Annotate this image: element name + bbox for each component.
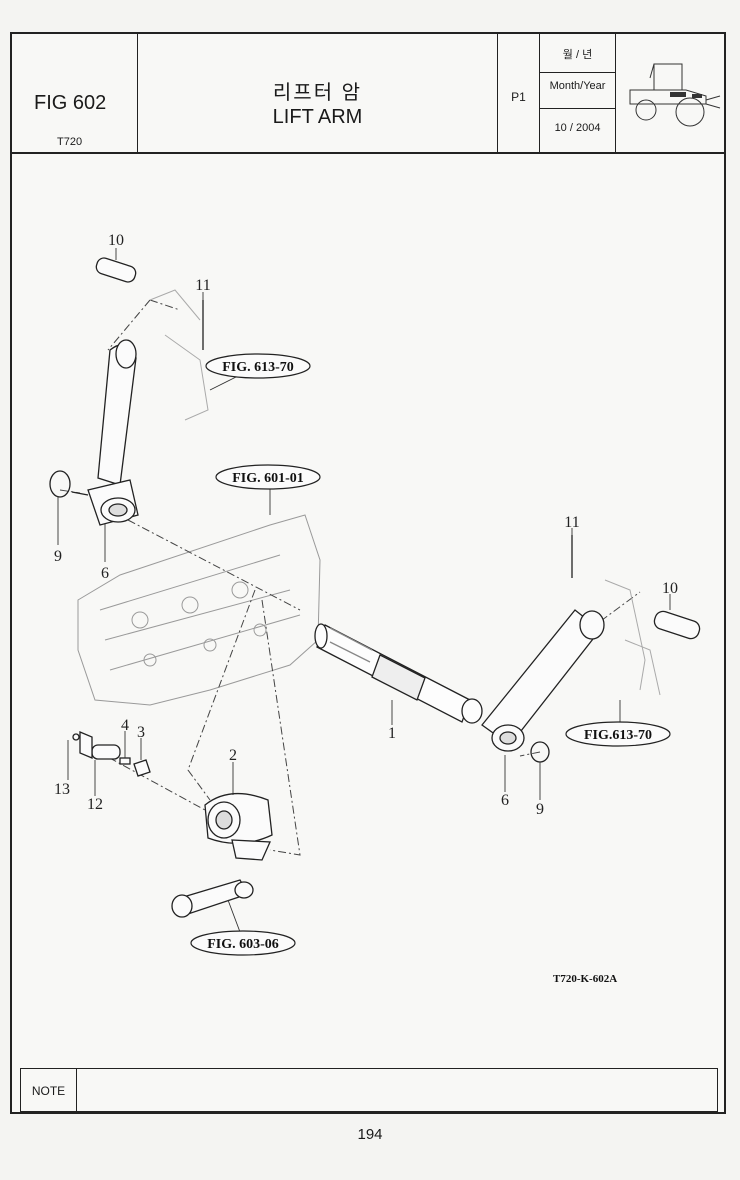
fig-cell: FIG 602 T720	[12, 34, 138, 152]
note-label: NOTE	[21, 1069, 77, 1111]
right-arm-shadow	[604, 579, 661, 696]
callout-11-left: 11	[195, 277, 210, 294]
page-frame: FIG 602 T720 리프터 암 LIFT ARM P1 월 / 년 Mon…	[10, 32, 726, 1114]
fig-number: FIG 602	[34, 92, 107, 114]
callout-12: 12	[87, 796, 103, 813]
ref-label: FIG. 601-01	[232, 471, 304, 486]
header-block: FIG 602 T720 리프터 암 LIFT ARM P1 월 / 년 Mon…	[12, 34, 724, 154]
callout-2: 2	[229, 747, 237, 764]
tractor-thumbnail-cell	[616, 34, 724, 152]
leader-lines	[57, 248, 671, 933]
model-code: T720	[57, 136, 83, 148]
callout-1: 1	[388, 725, 396, 742]
ref-label: FIG.613-70	[584, 728, 652, 743]
ref-label: FIG. 613-70	[222, 360, 294, 375]
page-number: 194	[357, 1126, 383, 1143]
ref-label: FIG. 603-06	[207, 937, 279, 952]
left-arm-shadow	[149, 289, 209, 421]
lift-shaft	[314, 623, 483, 724]
month-year-korean: 월 / 년	[562, 49, 593, 61]
drawing-code: T720-K-602A	[553, 973, 617, 985]
divider	[540, 108, 615, 109]
title-cell: 리프터 암 LIFT ARM	[138, 34, 498, 152]
lift-cylinder-parts	[72, 731, 273, 918]
right-lift-arm	[481, 535, 701, 763]
month-year-label: Month/Year	[549, 80, 606, 92]
callout-9-left: 9	[54, 548, 62, 565]
page-code-cell: P1	[498, 34, 540, 152]
tractor-icon	[629, 63, 721, 127]
divider	[540, 72, 615, 73]
title-english: LIFT ARM	[272, 106, 363, 128]
callout-10-left: 10	[108, 232, 124, 249]
month-year-value: 10 / 2004	[554, 122, 601, 134]
note-row: NOTE	[20, 1068, 718, 1112]
transmission-housing	[77, 514, 321, 706]
callout-6-left: 6	[101, 565, 109, 582]
callout-11-right: 11	[564, 514, 579, 531]
callout-6-right: 6	[501, 792, 509, 809]
callout-13: 13	[54, 781, 70, 798]
callout-9-right: 9	[536, 801, 544, 818]
date-cell: 월 / 년 Month/Year 10 / 2004	[540, 34, 616, 152]
page-code: P1	[511, 90, 526, 104]
callout-4: 4	[121, 717, 129, 734]
callout-10-right: 10	[662, 580, 678, 597]
left-lift-arm	[49, 257, 204, 526]
title-korean: 리프터 암	[272, 82, 363, 104]
parts-diagram: 10 11 9 6 11 10 1 6 9 2 4 3 13 12 FIG. 6…	[49, 232, 701, 985]
callout-3: 3	[137, 724, 145, 741]
ref-ellipses	[190, 353, 671, 956]
